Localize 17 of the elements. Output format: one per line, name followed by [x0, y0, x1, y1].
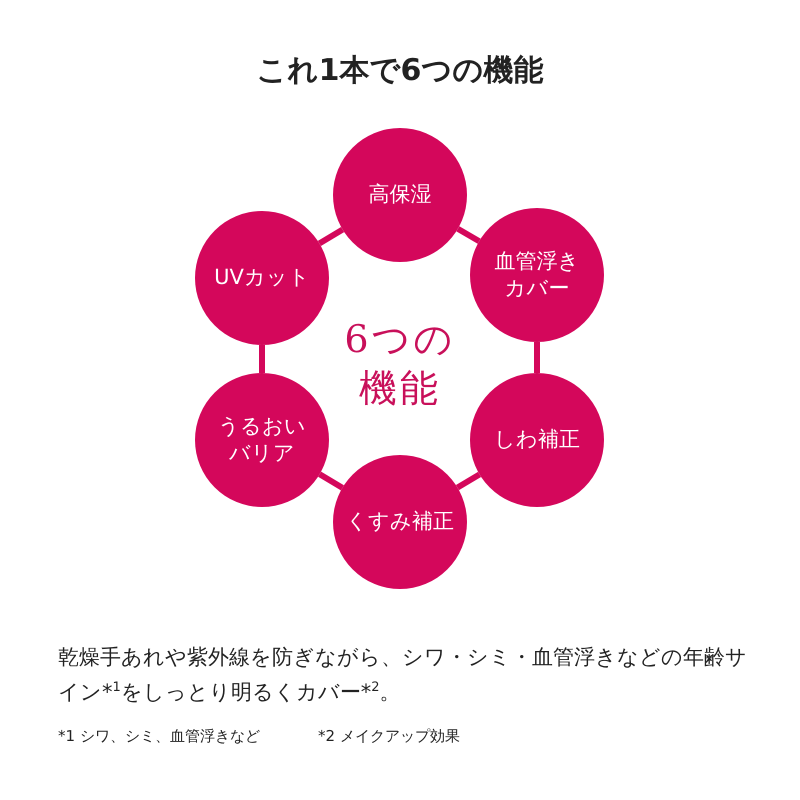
connector-line: [456, 226, 481, 244]
connector-line: [534, 342, 540, 373]
connector-line: [456, 472, 482, 490]
footnote: *2 メイクアップ効果: [318, 727, 460, 746]
feature-label: 血管浮きカバー: [494, 248, 580, 302]
connector-line: [318, 472, 344, 490]
title: これ1本で6つの機能: [256, 52, 544, 90]
feature-label: うるおいバリア: [217, 412, 307, 467]
connector-line: [318, 226, 344, 246]
feature-label: くすみ補正: [345, 508, 455, 536]
feature-label: UVカット: [213, 264, 311, 292]
description-paragraph: 乾燥手あれや紫外線を防ぎながら、シワ・シミ・血管浮きなどの年齢サイン*$^{1}$をしっとり明るくカバー*$^{2}$。: [58, 644, 748, 706]
feature-label: 高保湿: [368, 181, 432, 208]
feature-label: しわ補正: [493, 426, 581, 454]
center-heading: 6つの機能: [343, 316, 457, 412]
footnote: *1 シワ、シミ、血管浮きなど: [58, 727, 260, 746]
connector-line: [259, 345, 265, 373]
